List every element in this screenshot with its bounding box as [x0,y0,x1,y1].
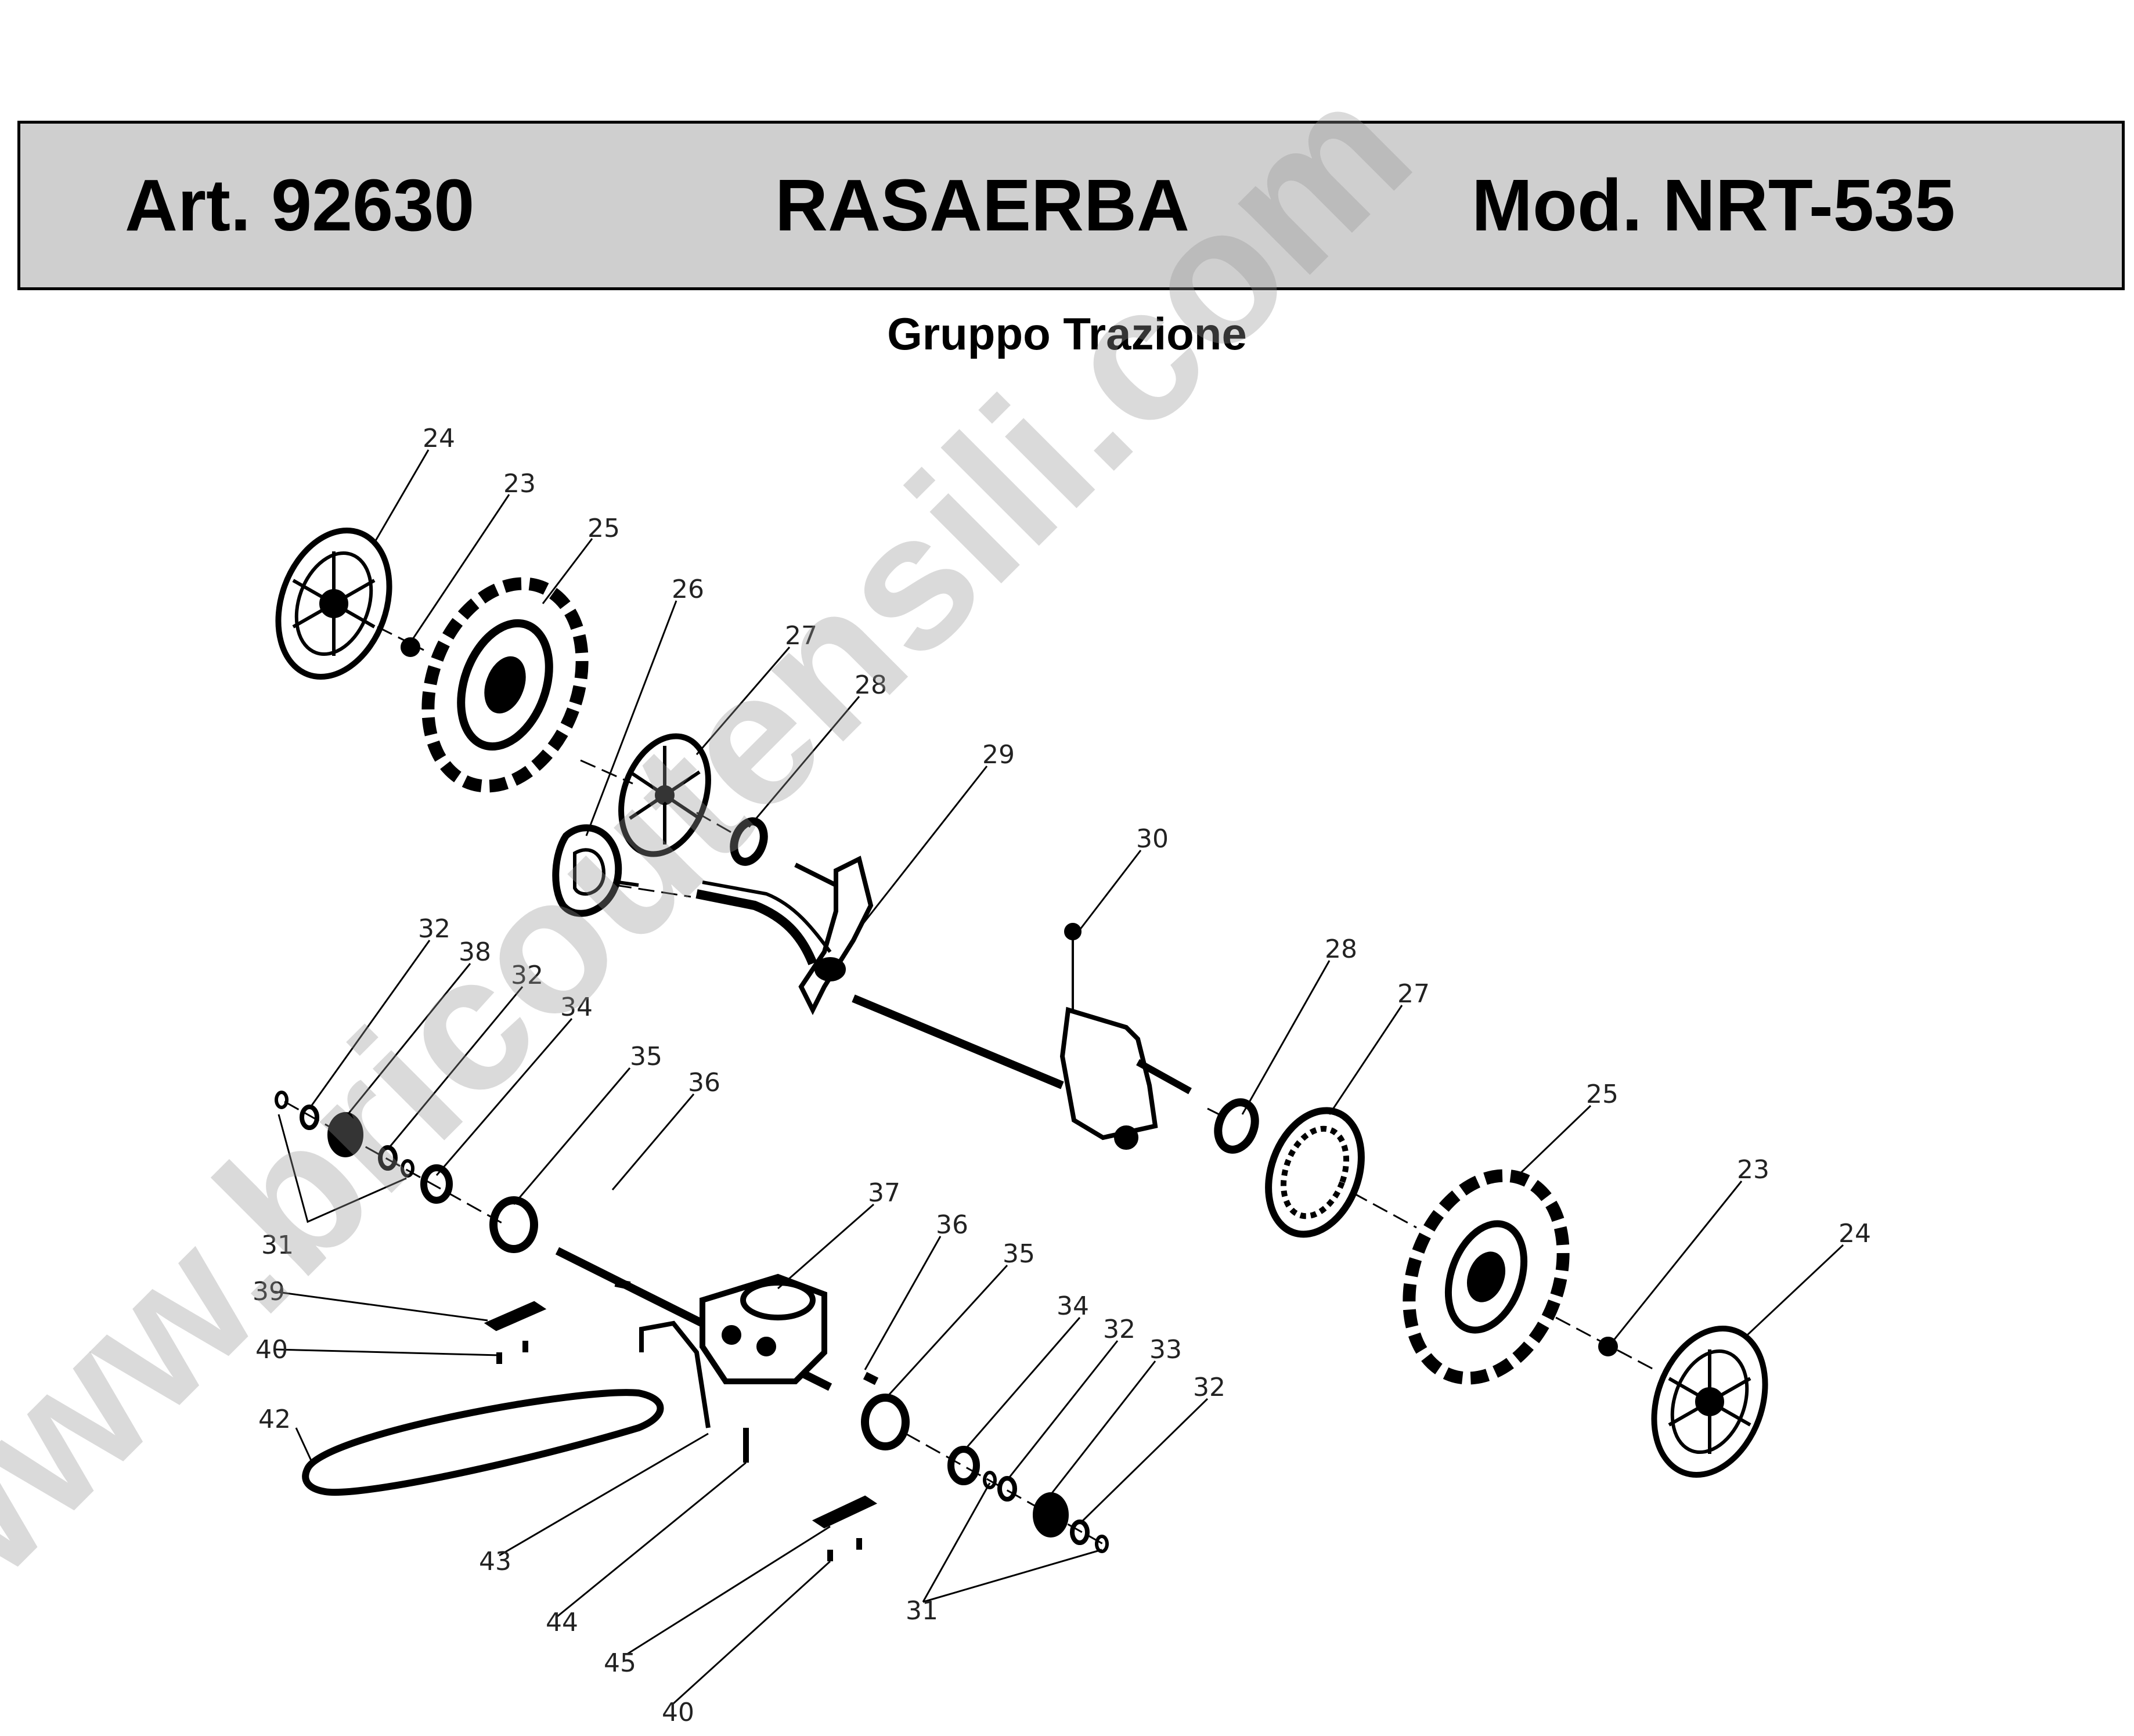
product-title: RASAERBA [775,164,1190,246]
leader-lines [272,449,1844,1705]
callout-30: 30 [1136,824,1169,854]
callout-26: 26 [672,575,704,604]
clip-45 [812,1495,878,1529]
callout-33: 33 [1149,1335,1182,1365]
nut-left [401,637,420,657]
callout-32: 32 [418,914,450,944]
callout-29: 29 [982,740,1015,770]
callout-24-right: 24 [1839,1219,1871,1248]
callout-34: 34 [560,992,593,1022]
pawl-cover [552,824,639,917]
drive-belt-42 [302,1389,664,1496]
rear-axle [852,994,1064,1089]
header-band: Art. 92630 RASAERBA Mod. NRT-535 [17,121,2125,290]
callout-27: 27 [785,621,817,651]
callout-40-b: 40 [662,1698,694,1727]
right-gear-stack [861,1394,1109,1553]
callout-39: 39 [253,1277,285,1306]
tyre-right [1403,1169,1570,1385]
callout-43: 43 [479,1547,511,1576]
callout-37: 37 [868,1178,900,1208]
callout-32-c: 32 [1103,1315,1136,1344]
section-subtitle: Gruppo Trazione [887,308,1247,359]
callout-31-b: 31 [906,1596,938,1626]
callout-23: 23 [503,469,536,499]
gearbox-37 [700,1273,827,1384]
clip-39 [484,1301,547,1331]
callout-31: 31 [261,1230,294,1260]
callout-36: 36 [688,1068,720,1098]
drive-bracket-29 [695,856,874,1015]
callout-40: 40 [255,1335,288,1365]
callout-45: 45 [604,1648,636,1678]
callout-27-right: 27 [1397,979,1430,1009]
callout-36-b: 36 [936,1210,968,1240]
callout-23-right: 23 [1737,1155,1769,1185]
washer-right [1214,1098,1259,1154]
callout-32-d: 32 [1193,1373,1225,1402]
assembly-axes [284,626,1655,1545]
callout-32-b: 32 [511,961,543,990]
callout-44: 44 [546,1608,578,1637]
callout-24: 24 [423,424,455,453]
article-number: Art. 92630 [125,164,475,246]
callout-28: 28 [855,670,887,700]
gear-plate-right [1265,1107,1365,1238]
left-gear-stack [275,1091,538,1253]
callout-25-right: 25 [1586,1080,1618,1109]
callout-25: 25 [587,514,620,543]
washer-left [730,817,768,866]
callout-35-b: 35 [1003,1239,1035,1269]
callout-35: 35 [630,1042,662,1071]
tyre-left [421,577,589,793]
gear-plate-left [618,733,711,857]
belt-guide-43 [639,1320,711,1428]
callout-42: 42 [258,1405,291,1434]
callout-34-b: 34 [1057,1291,1089,1321]
hubcap-right [1651,1326,1768,1478]
callout-28-right: 28 [1325,934,1357,964]
hubcap-left [275,528,392,680]
axle-bracket [1059,1006,1158,1141]
callout-38: 38 [459,937,491,967]
model-number: Mod. NRT-535 [1472,164,1956,246]
